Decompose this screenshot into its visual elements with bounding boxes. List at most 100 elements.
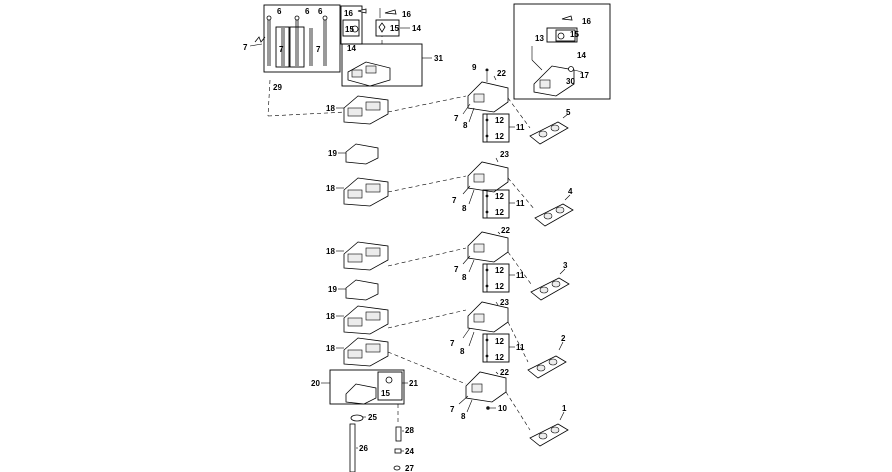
callout-12: 12	[495, 132, 504, 141]
rod-4	[309, 28, 313, 66]
inlet-section-box	[329, 369, 405, 405]
callout-4: 4	[568, 187, 573, 196]
callout-7: 7	[454, 265, 459, 274]
callout-11: 11	[516, 199, 525, 208]
screw-16	[384, 9, 397, 15]
rod-3	[294, 15, 300, 66]
callout-14: 14	[347, 44, 356, 53]
seal-kit-11-1	[482, 113, 515, 143]
callout-25: 25	[368, 413, 377, 422]
seal-kit-11-4	[482, 333, 515, 363]
callout-7: 7	[243, 43, 248, 52]
rod-kit-group	[249, 4, 347, 117]
callout-18: 18	[326, 312, 335, 321]
rod-kit-inner-box-1	[275, 26, 290, 68]
callout-16: 16	[402, 10, 411, 19]
callout-12: 12	[495, 208, 504, 217]
valve-assembly-31	[341, 43, 432, 87]
callout-31: 31	[434, 54, 443, 63]
valve-section-18-2	[336, 175, 467, 207]
callout-11: 11	[516, 271, 525, 280]
callout-26: 26	[359, 444, 368, 453]
callout-7: 7	[279, 45, 284, 54]
rod-5	[322, 15, 328, 66]
callout-7: 7	[450, 339, 455, 348]
seal-kit-11-3	[482, 263, 515, 293]
end-cap-5	[507, 97, 569, 145]
rod-kit-inner-box-2	[289, 26, 305, 68]
callout-14: 14	[412, 24, 421, 33]
callout-5: 5	[566, 108, 571, 117]
fastener-10	[486, 406, 496, 410]
inset-kit-box	[546, 27, 578, 43]
callout-21: 21	[409, 379, 418, 388]
callout-8: 8	[462, 204, 467, 213]
end-cap-1	[505, 391, 569, 447]
callout-23: 23	[500, 298, 509, 307]
callout-15: 15	[390, 24, 399, 33]
seal-kit-11-2	[482, 189, 515, 219]
center-section-22-2	[467, 231, 509, 263]
callout-27: 27	[405, 464, 414, 472]
callout-16: 16	[344, 9, 353, 18]
callout-19: 19	[328, 149, 337, 158]
callout-1: 1	[562, 404, 567, 413]
callout-18: 18	[326, 184, 335, 193]
end-cap-4	[507, 177, 574, 227]
callout-10: 10	[498, 404, 507, 413]
inset-valve-body	[533, 65, 575, 97]
valve-section-18-3	[336, 241, 467, 271]
inset-kit-box-15	[555, 29, 576, 42]
center-section-22-1	[467, 68, 509, 113]
callout-15: 15	[570, 30, 579, 39]
callout-7: 7	[452, 196, 457, 205]
callout-7: 7	[316, 45, 321, 54]
callout-13: 13	[535, 34, 544, 43]
rod-1	[266, 15, 272, 66]
callout-12: 12	[495, 116, 504, 125]
fasteners	[458, 103, 475, 413]
spacer-19-1	[338, 143, 379, 165]
callout-29: 29	[273, 83, 282, 92]
spacer-19-2	[338, 279, 379, 301]
callout-9: 9	[472, 63, 477, 72]
callout-12: 12	[495, 282, 504, 291]
end-cap-3	[507, 251, 570, 301]
rod-2	[281, 28, 285, 66]
kit-box-15	[375, 19, 400, 37]
shaft-26	[349, 423, 358, 472]
pin-28	[395, 426, 404, 442]
callout-22: 22	[500, 368, 509, 377]
callout-11: 11	[516, 123, 525, 132]
callout-3: 3	[563, 261, 568, 270]
callout-17: 17	[580, 71, 589, 80]
o-ring-25	[350, 414, 366, 422]
callout-8: 8	[463, 121, 468, 130]
callout-24: 24	[405, 447, 414, 456]
inset-detail-box	[513, 3, 611, 100]
callout-8: 8	[461, 412, 466, 421]
callout-18: 18	[326, 344, 335, 353]
screw-16	[561, 15, 573, 21]
rod-kit-box	[263, 4, 341, 73]
callout-6: 6	[277, 7, 282, 16]
callout-30: 30	[566, 77, 575, 86]
seal-kit-box	[482, 263, 510, 293]
callout-2: 2	[561, 334, 566, 343]
callout-15: 15	[381, 389, 390, 398]
callout-22: 22	[497, 69, 506, 78]
kit-box-21	[377, 371, 403, 401]
callout-8: 8	[460, 347, 465, 356]
callout-12: 12	[495, 266, 504, 275]
inset-detail	[513, 3, 611, 100]
callout-7: 7	[454, 114, 459, 123]
callout-7: 7	[450, 405, 455, 414]
callout-18: 18	[326, 104, 335, 113]
callout-20: 20	[311, 379, 320, 388]
callout-8: 8	[462, 273, 467, 282]
washer-27	[393, 465, 401, 471]
callout-22: 22	[501, 226, 510, 235]
center-section-23-2	[467, 301, 509, 333]
seal-kit-box	[482, 189, 510, 219]
